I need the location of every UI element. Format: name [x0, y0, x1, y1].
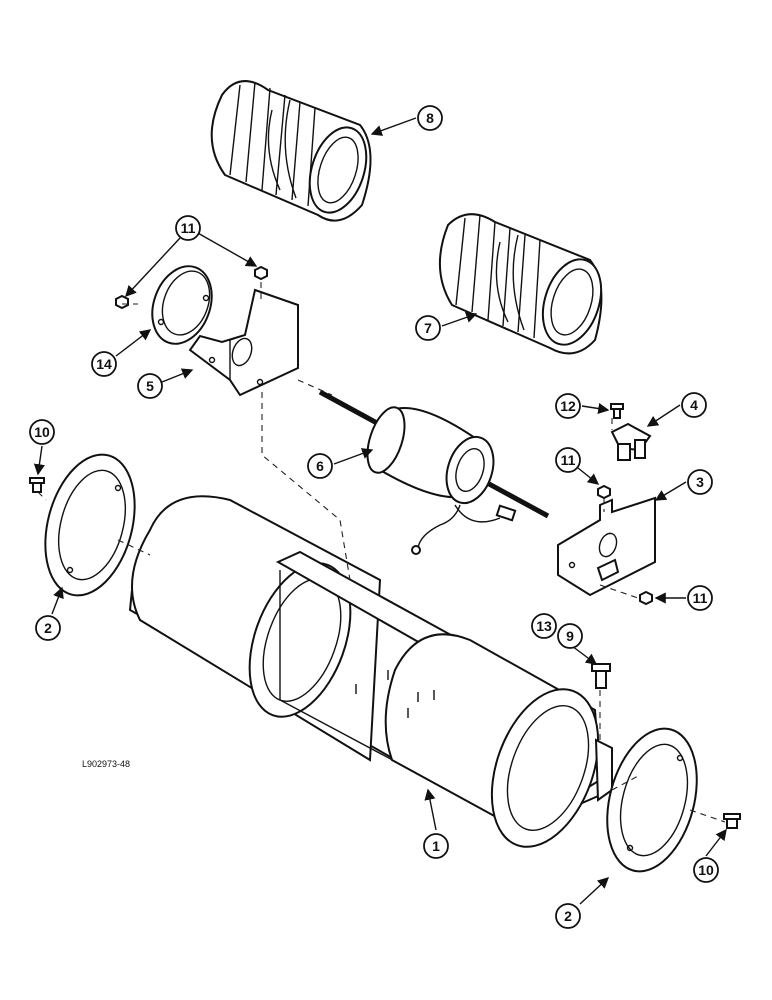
- svg-text:11: 11: [561, 452, 576, 468]
- callout-10-a: 10: [29, 419, 55, 445]
- callout-10-b: 10: [693, 857, 719, 883]
- motor-bracket-left: [188, 288, 299, 397]
- callout-12: 12: [555, 393, 581, 419]
- callout-5: 5: [137, 373, 163, 399]
- callout-2-b: 2: [555, 903, 581, 929]
- callout-11-a: 11: [175, 215, 201, 241]
- svg-text:11: 11: [693, 590, 708, 606]
- motor-mount-ring: [151, 265, 213, 345]
- nut-upper-right: [254, 265, 268, 281]
- inlet-ring-right: [606, 727, 698, 873]
- blower-wheel-lower: [439, 213, 603, 355]
- callout-9: 9: [557, 623, 583, 649]
- callout-13: 13: [531, 613, 557, 639]
- svg-text:5: 5: [146, 378, 154, 394]
- svg-text:10: 10: [698, 862, 714, 878]
- switch-bracket: [557, 496, 656, 597]
- svg-text:6: 6: [316, 458, 324, 474]
- callout-3: 3: [687, 469, 713, 495]
- callout-2-a: 2: [35, 615, 61, 641]
- svg-text:12: 12: [560, 398, 576, 414]
- svg-text:14: 14: [96, 356, 112, 372]
- svg-text:10: 10: [34, 424, 50, 440]
- svg-text:7: 7: [424, 320, 432, 336]
- screw-right: [723, 813, 741, 829]
- svg-text:13: 13: [536, 618, 552, 634]
- callout-8: 8: [417, 105, 443, 131]
- nut-switch-lower: [639, 590, 653, 606]
- svg-text:11: 11: [181, 220, 196, 236]
- svg-text:2: 2: [44, 620, 52, 636]
- callout-1: 1: [423, 833, 449, 859]
- blower-housing: [128, 495, 613, 848]
- svg-text:4: 4: [690, 397, 698, 413]
- leader-lines: [33, 117, 727, 905]
- callout-4: 4: [681, 392, 707, 418]
- callout-11-b: 11: [555, 447, 581, 473]
- svg-text:9: 9: [566, 628, 574, 644]
- screw-small: [610, 403, 624, 419]
- svg-text:3: 3: [696, 474, 704, 490]
- screw-left: [29, 477, 45, 493]
- callout-6: 6: [307, 453, 333, 479]
- drawing-reference-code: L902973-48: [82, 759, 130, 769]
- nut-switch-upper: [597, 484, 611, 500]
- svg-text:1: 1: [432, 838, 440, 854]
- nut-upper-left: [115, 294, 129, 310]
- alignment-lines: [37, 282, 726, 823]
- svg-text:8: 8: [426, 110, 434, 126]
- inlet-ring-left: [44, 453, 136, 597]
- callout-7: 7: [415, 315, 441, 341]
- housing-screw: [591, 663, 611, 689]
- callout-11-c: 11: [687, 585, 713, 611]
- callout-14: 14: [91, 351, 117, 377]
- blower-wheel-upper: [210, 80, 372, 222]
- blower-motor: [318, 389, 550, 555]
- svg-text:2: 2: [564, 908, 572, 924]
- switch-assembly: [610, 422, 652, 461]
